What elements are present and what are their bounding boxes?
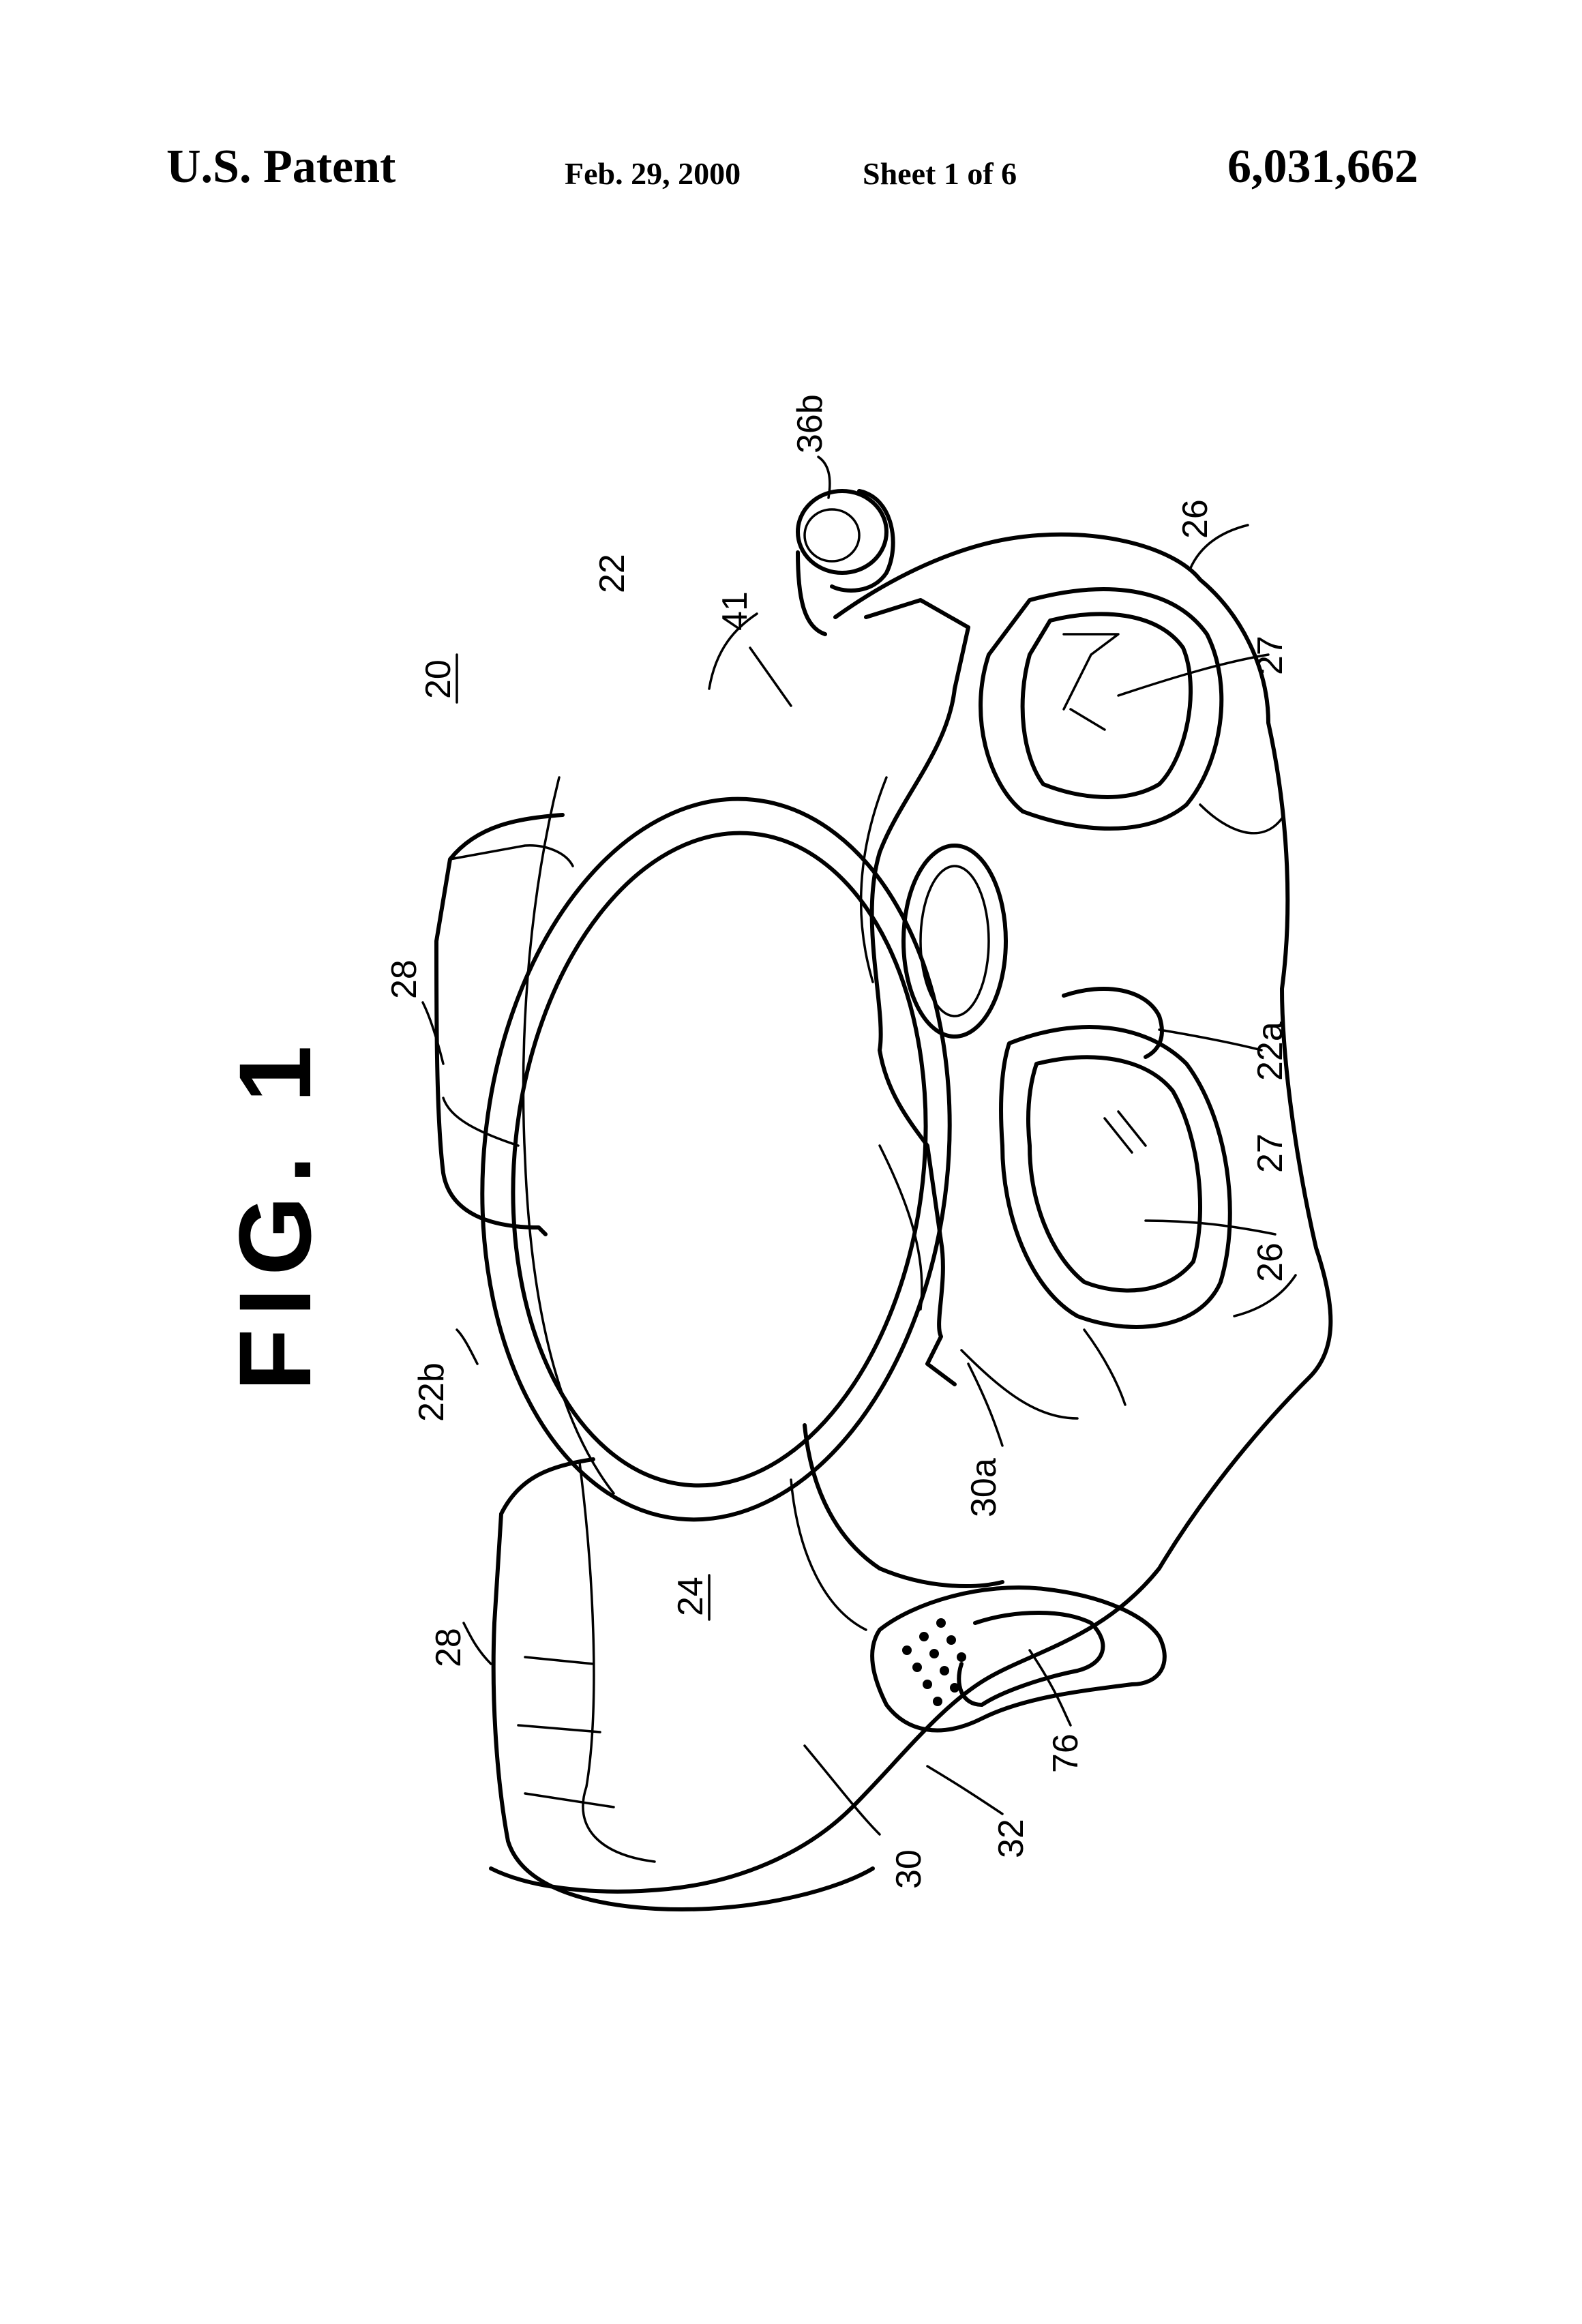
ref-22b: 22b xyxy=(412,1362,451,1422)
ref-30a: 30a xyxy=(964,1458,1004,1517)
ref-22: 22 xyxy=(593,554,632,593)
ref-30: 30 xyxy=(889,1849,929,1889)
exhalation-valve-cap xyxy=(957,1611,1105,1707)
ref-26-bottom: 26 xyxy=(1251,1242,1290,1282)
ref-28-bottom: 28 xyxy=(429,1628,468,1667)
leader-lines xyxy=(421,456,1297,1836)
mask-oval-window-outer xyxy=(480,796,952,1522)
header-sheet: Sheet 1 of 6 xyxy=(863,156,1017,191)
mask-outer-outline xyxy=(489,532,1333,1894)
eyepiece-bottom-lens xyxy=(1026,1055,1202,1293)
reference-numerals: 20 22 41 36b 26 27 28 22a 27 26 22b 30a … xyxy=(385,394,1290,1889)
mask-center-frame xyxy=(864,598,970,1386)
header-patent-label: U.S. Patent xyxy=(166,140,396,193)
valve-holes xyxy=(902,1618,966,1706)
eyepiece-bottom-outer xyxy=(999,1025,1232,1329)
headband-pad-bottom xyxy=(491,1457,875,1911)
headband-pad-top xyxy=(434,813,565,1236)
strap-lug xyxy=(796,489,889,575)
ref-32: 32 xyxy=(991,1819,1031,1858)
nose-bump xyxy=(1062,987,1164,1059)
ref-22a: 22a xyxy=(1251,1022,1290,1081)
ref-36b: 36b xyxy=(790,394,830,453)
ref-28-top: 28 xyxy=(385,959,424,999)
mask-oval-window-inner xyxy=(511,831,928,1488)
ref-76: 76 xyxy=(1046,1733,1086,1773)
ref-26-top: 26 xyxy=(1176,499,1215,539)
mask-lower-body xyxy=(803,1423,1004,1588)
eyepiece-top-lens xyxy=(1020,612,1193,799)
ref-27-bottom: 27 xyxy=(1251,1133,1290,1173)
figure-title: FIG. 1 xyxy=(218,1033,332,1391)
eyepiece-top-outer xyxy=(979,587,1224,831)
header-date: Feb. 29, 2000 xyxy=(565,156,741,191)
ref-41: 41 xyxy=(715,591,755,631)
ref-27-top: 27 xyxy=(1251,636,1290,675)
header-patent-number: 6,031,662 xyxy=(1227,140,1418,193)
ref-20: 20 xyxy=(419,659,458,699)
bridge-oval xyxy=(901,844,1008,1039)
exhalation-valve-housing xyxy=(870,1585,1167,1733)
ref-24: 24 xyxy=(671,1577,711,1616)
